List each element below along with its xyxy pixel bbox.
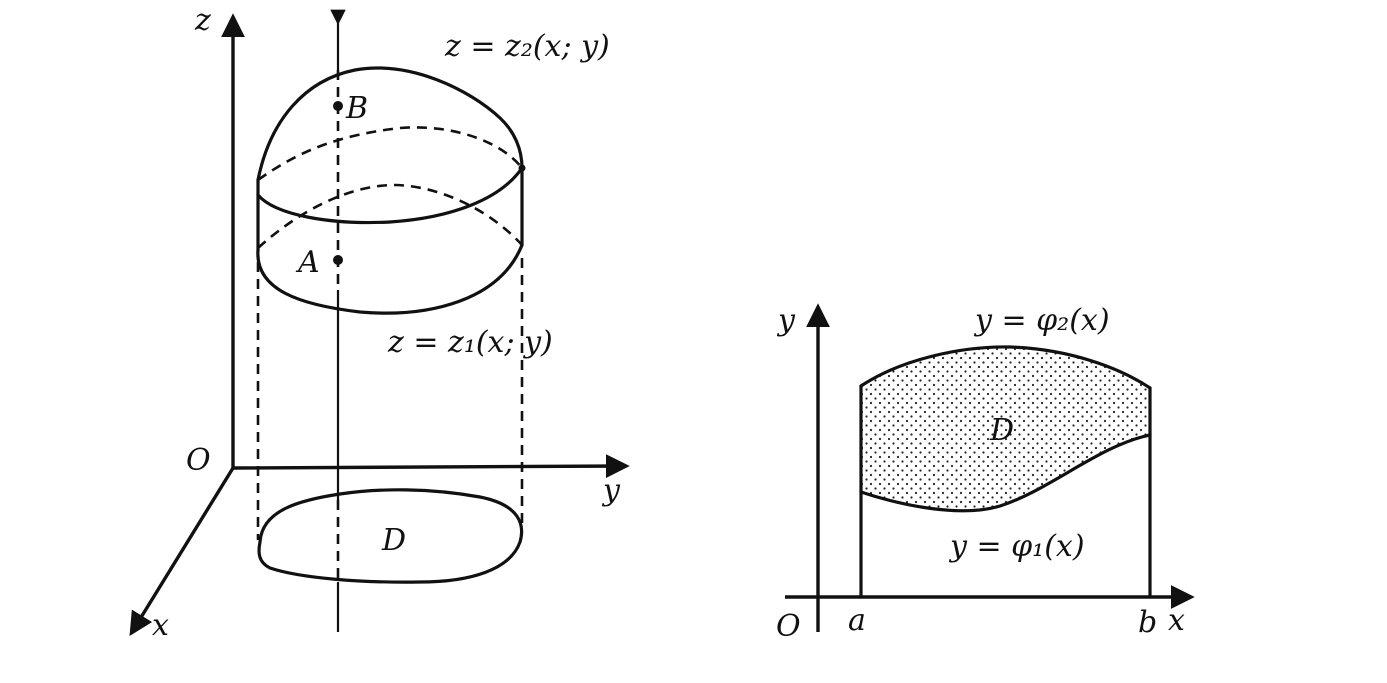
curve-phi1: [859, 433, 1152, 513]
tick-b-label: b: [1138, 605, 1157, 640]
region-D-label-left: D: [381, 523, 406, 558]
surface-junction-dot: [518, 164, 526, 172]
y-axis-label-right: y: [776, 303, 796, 338]
upper-curve-equation: y = φ₂(x): [973, 303, 1110, 338]
y-axis-left: [232, 454, 630, 478]
x-axis-left: [129, 467, 235, 637]
point-B-dot: [333, 101, 343, 111]
upper-surface-outline: [256, 66, 524, 182]
lower-surface-back-edge: [257, 183, 523, 249]
left-3d-figure: z y x O B A D z = z₂(x; y) z = z₁(x; y): [129, 3, 630, 643]
lower-curve-equation: y = φ₁(x): [948, 529, 1085, 564]
region-D-shading: [861, 346, 1150, 511]
point-A-label: A: [295, 245, 320, 280]
upper-surface-equation: z = z₂(x; y): [444, 29, 610, 64]
lower-surface-front-edge: [256, 243, 524, 315]
tick-a-label: a: [848, 603, 866, 638]
upper-surface-front-edge: [256, 166, 524, 225]
lower-surface-equation: z = z₁(x; y): [387, 325, 553, 360]
region-D-label-right: D: [989, 413, 1014, 448]
origin-label-left: O: [186, 443, 211, 478]
x-axis-label-left: x: [152, 608, 169, 643]
point-A-dot: [333, 255, 343, 265]
region-D-3d: [257, 488, 524, 584]
curve-phi2: [859, 345, 1152, 390]
upper-surface-back-edge: [257, 126, 524, 182]
z-axis-label: z: [194, 3, 211, 38]
point-B-label: B: [345, 91, 368, 126]
x-axis-label-right: x: [1168, 603, 1185, 638]
right-2d-figure: y x O a b D y = φ₂(x) y = φ₁(x): [776, 303, 1195, 644]
y-axis-label-left: y: [601, 473, 621, 508]
origin-label-right: O: [776, 609, 801, 644]
